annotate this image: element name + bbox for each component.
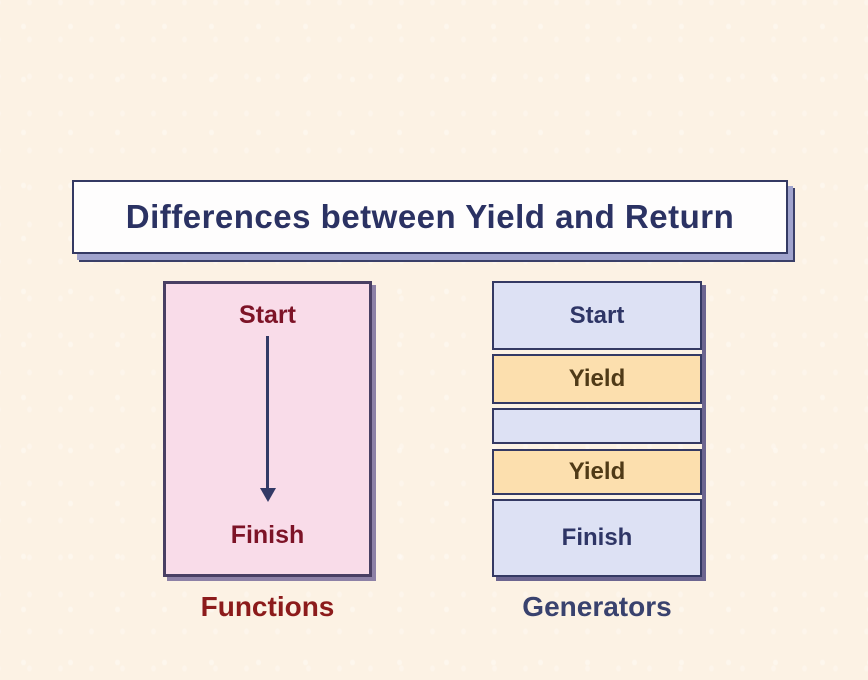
down-arrow-icon <box>166 336 369 502</box>
generator-segment-start: Start <box>492 281 702 350</box>
arrow-head <box>259 488 276 502</box>
generator-segment-yield-1: Yield <box>492 354 702 404</box>
page-title: Differences between Yield and Return <box>125 198 735 235</box>
functions-caption: Functions <box>200 591 335 622</box>
generator-segment-finish: Finish <box>492 499 702 577</box>
generators-caption: Generators <box>522 591 672 622</box>
generators-box: Start Yield Yield Finish <box>492 281 702 577</box>
arrow-line <box>266 336 269 488</box>
title-banner: Differences between Yield and Return <box>72 180 788 254</box>
generator-segment-yield-2: Yield <box>492 449 702 495</box>
generator-segment-pause <box>492 408 702 444</box>
functions-finish-label: Finish <box>230 521 305 549</box>
functions-box: Start Finish <box>163 281 372 577</box>
functions-start-label: Start <box>239 301 296 329</box>
